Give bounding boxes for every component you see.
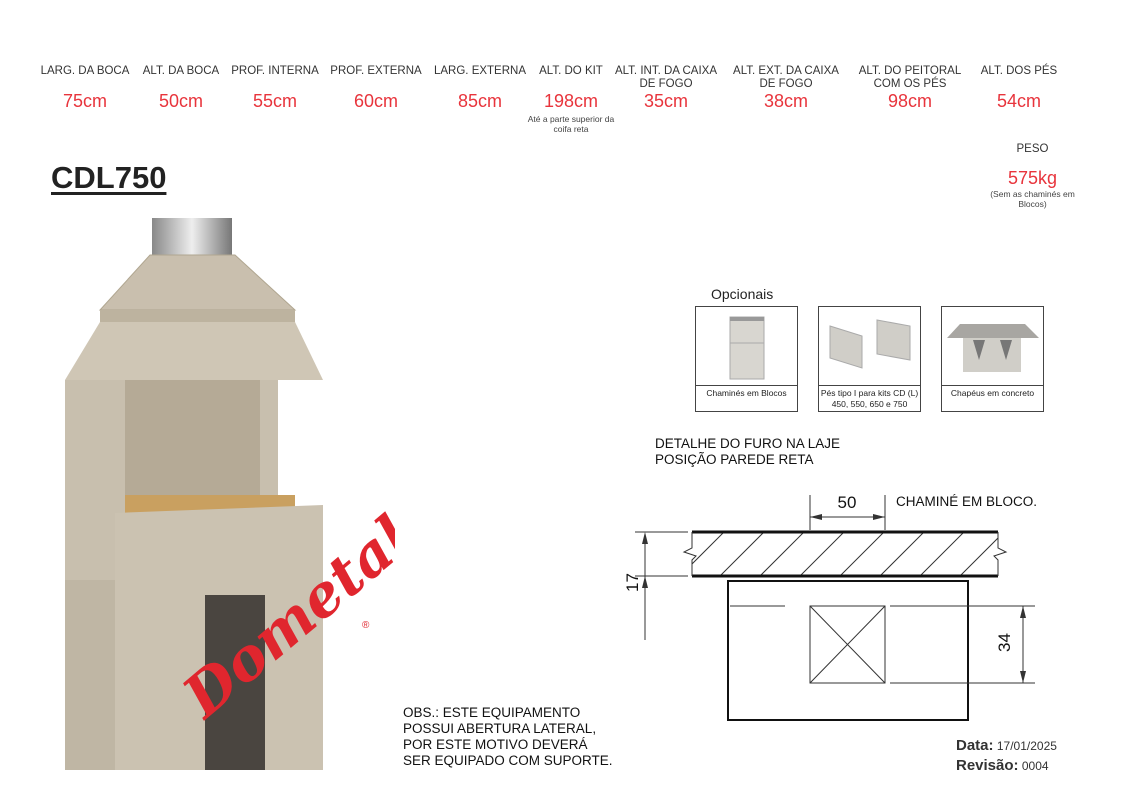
spec-note: Até a parte superior da coifa reta [527,114,615,134]
detail-title-line2: POSIÇÃO PAREDE RETA [655,452,814,467]
cap-image [947,324,1039,372]
spec-value: 50cm [158,91,203,111]
spec-label: PROF. EXTERNA [330,65,422,77]
detail-title: DETALHE DO FURO NA LAJE POSIÇÃO PAREDE R… [655,436,840,468]
optional-caption: Pés tipo I para kits CD (L) 450, 550, 65… [820,388,919,409]
weight-label: PESO [1016,143,1049,155]
obs-line: POR ESTE MOTIVO DEVERÁ [403,737,588,752]
spec-label: ALT. DO KIT [539,65,603,77]
optional-feet: Pés tipo I para kits CD (L) 450, 550, 65… [818,306,921,412]
chimney-pipe [152,218,232,258]
spec-value: 85cm [457,91,502,111]
spec-larg-externa: LARG. EXTERNA 85cm [415,65,545,112]
obs-line: POSSUI ABERTURA LATERAL, [403,721,597,736]
spec-label: LARG. DA BOCA [40,65,130,77]
spec-label: ALT. DA BOCA [142,65,220,77]
weight-note: (Sem as chaminés em Blocos) [990,189,1075,209]
spec-alt-pes: ALT. DOS PÉS 54cm [954,65,1084,112]
fireplace-image: Dometal ® [65,218,395,770]
footer-info: Data: 17/01/2025 Revisão: 0004 [956,736,1057,776]
spec-label: ALT. DO PEITORAL COM OS PÉS [858,65,962,90]
spec-alt-boca: ALT. DA BOCA 50cm [116,65,246,112]
dim-slab: 17 [623,573,642,592]
optional-chimney-blocks: Chaminés em Blocos [695,306,798,412]
spec-value: 55cm [252,91,297,111]
weight-block: PESO 575kg (Sem as chaminés em Blocos) [990,143,1075,209]
spec-value: 98cm [887,91,932,111]
chimney-block-image [729,316,764,380]
chimney-label: CHAMINÉ EM BLOCO. [896,494,1038,509]
detail-title-line1: DETALHE DO FURO NA LAJE [655,436,841,451]
optional-caption: Chapéus em concreto [950,388,1035,398]
slab-detail-drawing: 50 17 34 [623,493,1035,721]
spec-label: LARG. EXTERNA [433,65,527,77]
date-label: Data: [956,737,994,754]
weight-value: 575kg [1007,168,1058,188]
spec-value: 38cm [763,91,808,111]
dim-width: 50 [838,493,857,512]
optional-chimney-cap: Chapéus em concreto [941,306,1044,412]
spec-value: 60cm [353,91,398,111]
spec-label: ALT. INT. DA CAIXA DE FOGO [614,65,718,90]
spec-value: 35cm [643,91,688,111]
registered-mark: ® [362,620,370,631]
revision-value: 0004 [1021,759,1049,773]
spec-value: 75cm [62,91,107,111]
spec-label: ALT. DOS PÉS [980,65,1058,77]
spec-label: PROF. INTERNA [231,65,319,77]
spec-value: 54cm [996,91,1041,111]
obs-line: SER EQUIPADO COM SUPORTE. [403,753,613,768]
spec-value: 198cm [543,91,599,111]
spec-label: ALT. EXT. DA CAIXA DE FOGO [733,65,839,90]
model-title: CDL750 [51,160,167,195]
optional-caption: Chaminés em Blocos [706,388,787,398]
spec-larg-boca: LARG. DA BOCA 75cm [20,65,150,112]
spec-prof-externa: PROF. EXTERNA 60cm [311,65,441,112]
spec-prof-interna: PROF. INTERNA 55cm [210,65,340,112]
date-value: 17/01/2025 [996,739,1057,753]
optionals-title: Opcionais [711,286,774,302]
dim-depth: 34 [995,633,1014,652]
revision-label: Revisão: [956,757,1019,774]
observation-note: OBS.: ESTE EQUIPAMENTO POSSUI ABERTURA L… [403,705,613,769]
obs-line: OBS.: ESTE EQUIPAMENTO [403,705,581,720]
feet-image [829,319,911,369]
